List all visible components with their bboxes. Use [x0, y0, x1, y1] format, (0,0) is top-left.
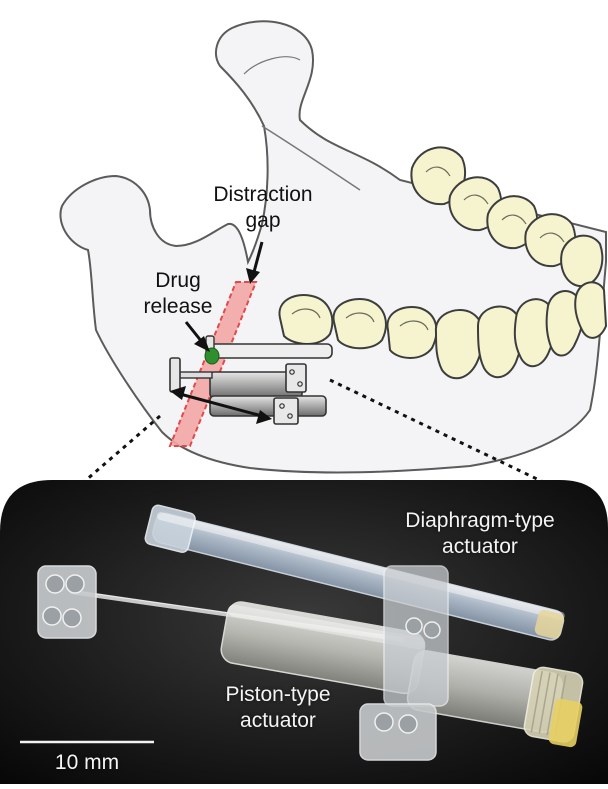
- mandible-bone: [60, 21, 606, 472]
- piston-label-line1: Piston-type: [198, 682, 358, 707]
- lower-mount-block: [360, 704, 436, 760]
- center-clamp: [384, 566, 448, 706]
- left-mount-block: [38, 566, 96, 638]
- diaphragm-label-line1: Diaphragm-type: [380, 508, 580, 533]
- drug-release-label-line1: Drug: [128, 268, 228, 293]
- drug-release-label-line2: release: [128, 294, 228, 319]
- distraction-gap-label-line2: gap: [203, 208, 323, 233]
- distraction-gap-label-line1: Distraction: [203, 182, 323, 207]
- scale-bar-label: 10 mm: [20, 750, 154, 775]
- diaphragm-label-line2: actuator: [380, 534, 580, 559]
- piston-label-line2: actuator: [198, 708, 358, 733]
